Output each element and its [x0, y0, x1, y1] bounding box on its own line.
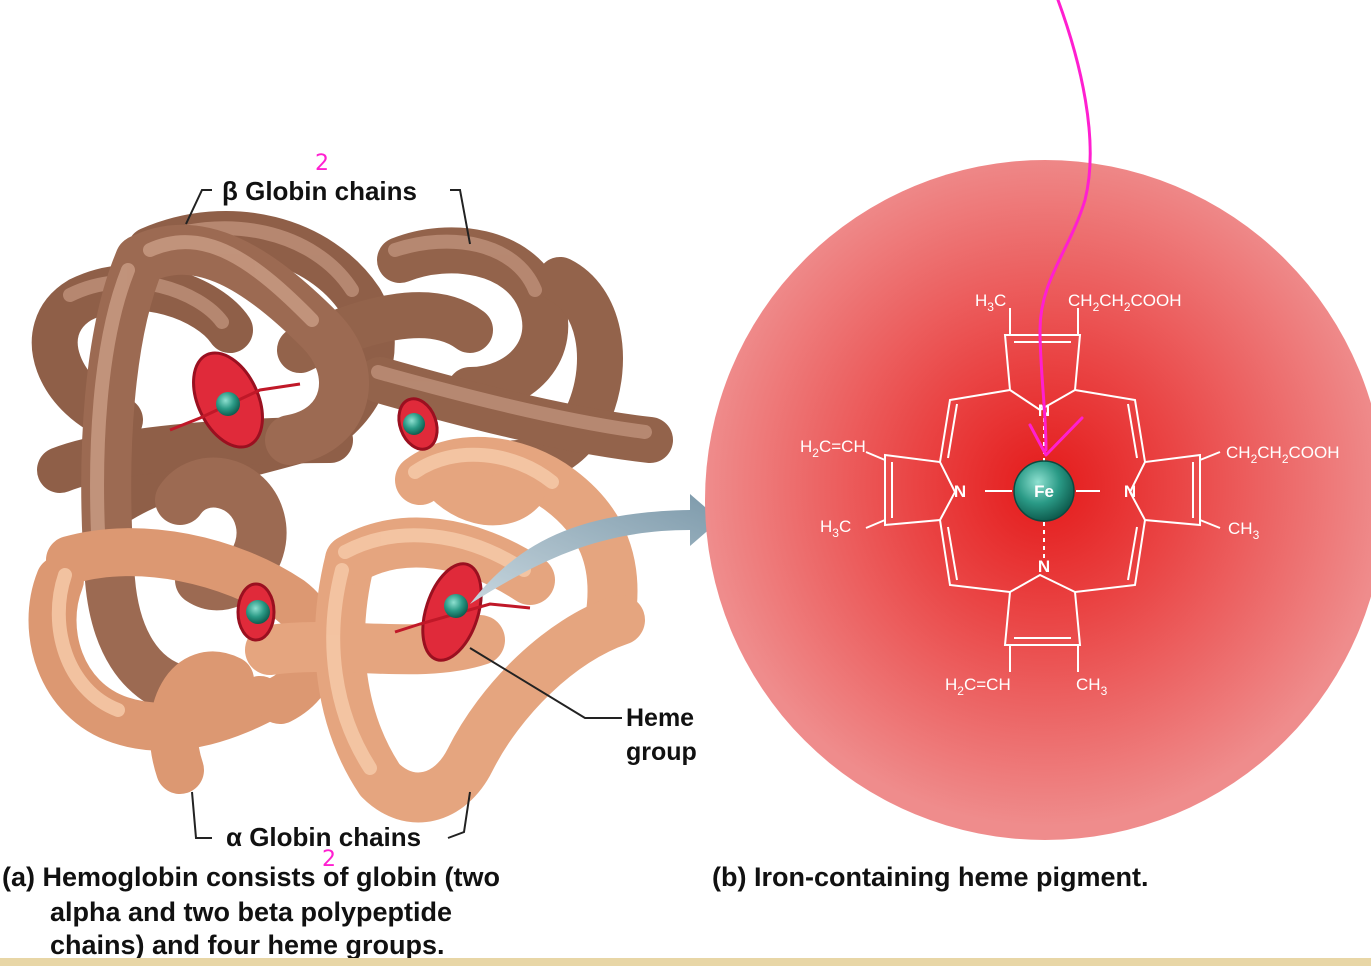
nitrogen-left: N — [954, 482, 966, 501]
caption-a-line2: alpha and two beta polypeptide — [50, 897, 453, 927]
caption-b: (b) Iron-containing heme pigment. — [712, 862, 1149, 892]
substituent-top-left: H3C — [975, 291, 1006, 314]
substituent-bottom-left: H2C=CH — [945, 675, 1011, 698]
alpha-bracket — [191, 791, 471, 839]
heme-leader-line — [469, 647, 622, 719]
connector-arrow — [470, 494, 720, 604]
handwritten-arrow — [1038, 0, 1092, 452]
heme-disc-2 — [397, 397, 439, 451]
substituent-bottom-right: CH3 — [1076, 675, 1108, 698]
bottom-bar — [0, 958, 1371, 966]
caption-a-line1: (a) Hemoglobin consists of globin (two — [2, 862, 500, 892]
nitrogen-right: N — [1124, 482, 1136, 501]
beta-bracket — [185, 189, 471, 245]
heme-disc-3 — [236, 582, 276, 642]
handwritten-alpha-count: 2 — [322, 847, 336, 872]
heme-disc-1 — [169, 351, 301, 449]
heme-structure — [865, 308, 1221, 672]
iron-symbol: Fe — [1034, 482, 1054, 501]
heme-group-label-line1: Heme — [626, 704, 695, 732]
substituent-right-upper: CH2CH2COOH — [1226, 443, 1340, 466]
heme-disc-4 — [394, 562, 531, 662]
handwritten-beta-count: 2 — [315, 151, 329, 176]
nitrogen-bottom: N — [1038, 557, 1050, 576]
handwritten-arrowhead — [1028, 416, 1084, 457]
substituent-left-upper: H2C=CH — [800, 437, 866, 460]
beta-globin-label: β Globin chains — [222, 176, 417, 206]
substituent-right-lower: CH3 — [1228, 519, 1260, 542]
alpha-globin-label: α Globin chains — [226, 822, 422, 852]
substituent-top-right: CH2CH2COOH — [1068, 291, 1182, 314]
substituent-left-lower: H3C — [820, 517, 851, 540]
hemoglobin-model — [28, 211, 673, 823]
caption-a-line3: chains) and four heme groups. — [50, 930, 445, 960]
iron-atom — [1013, 460, 1075, 522]
heme-group-label-line2: group — [626, 738, 697, 766]
